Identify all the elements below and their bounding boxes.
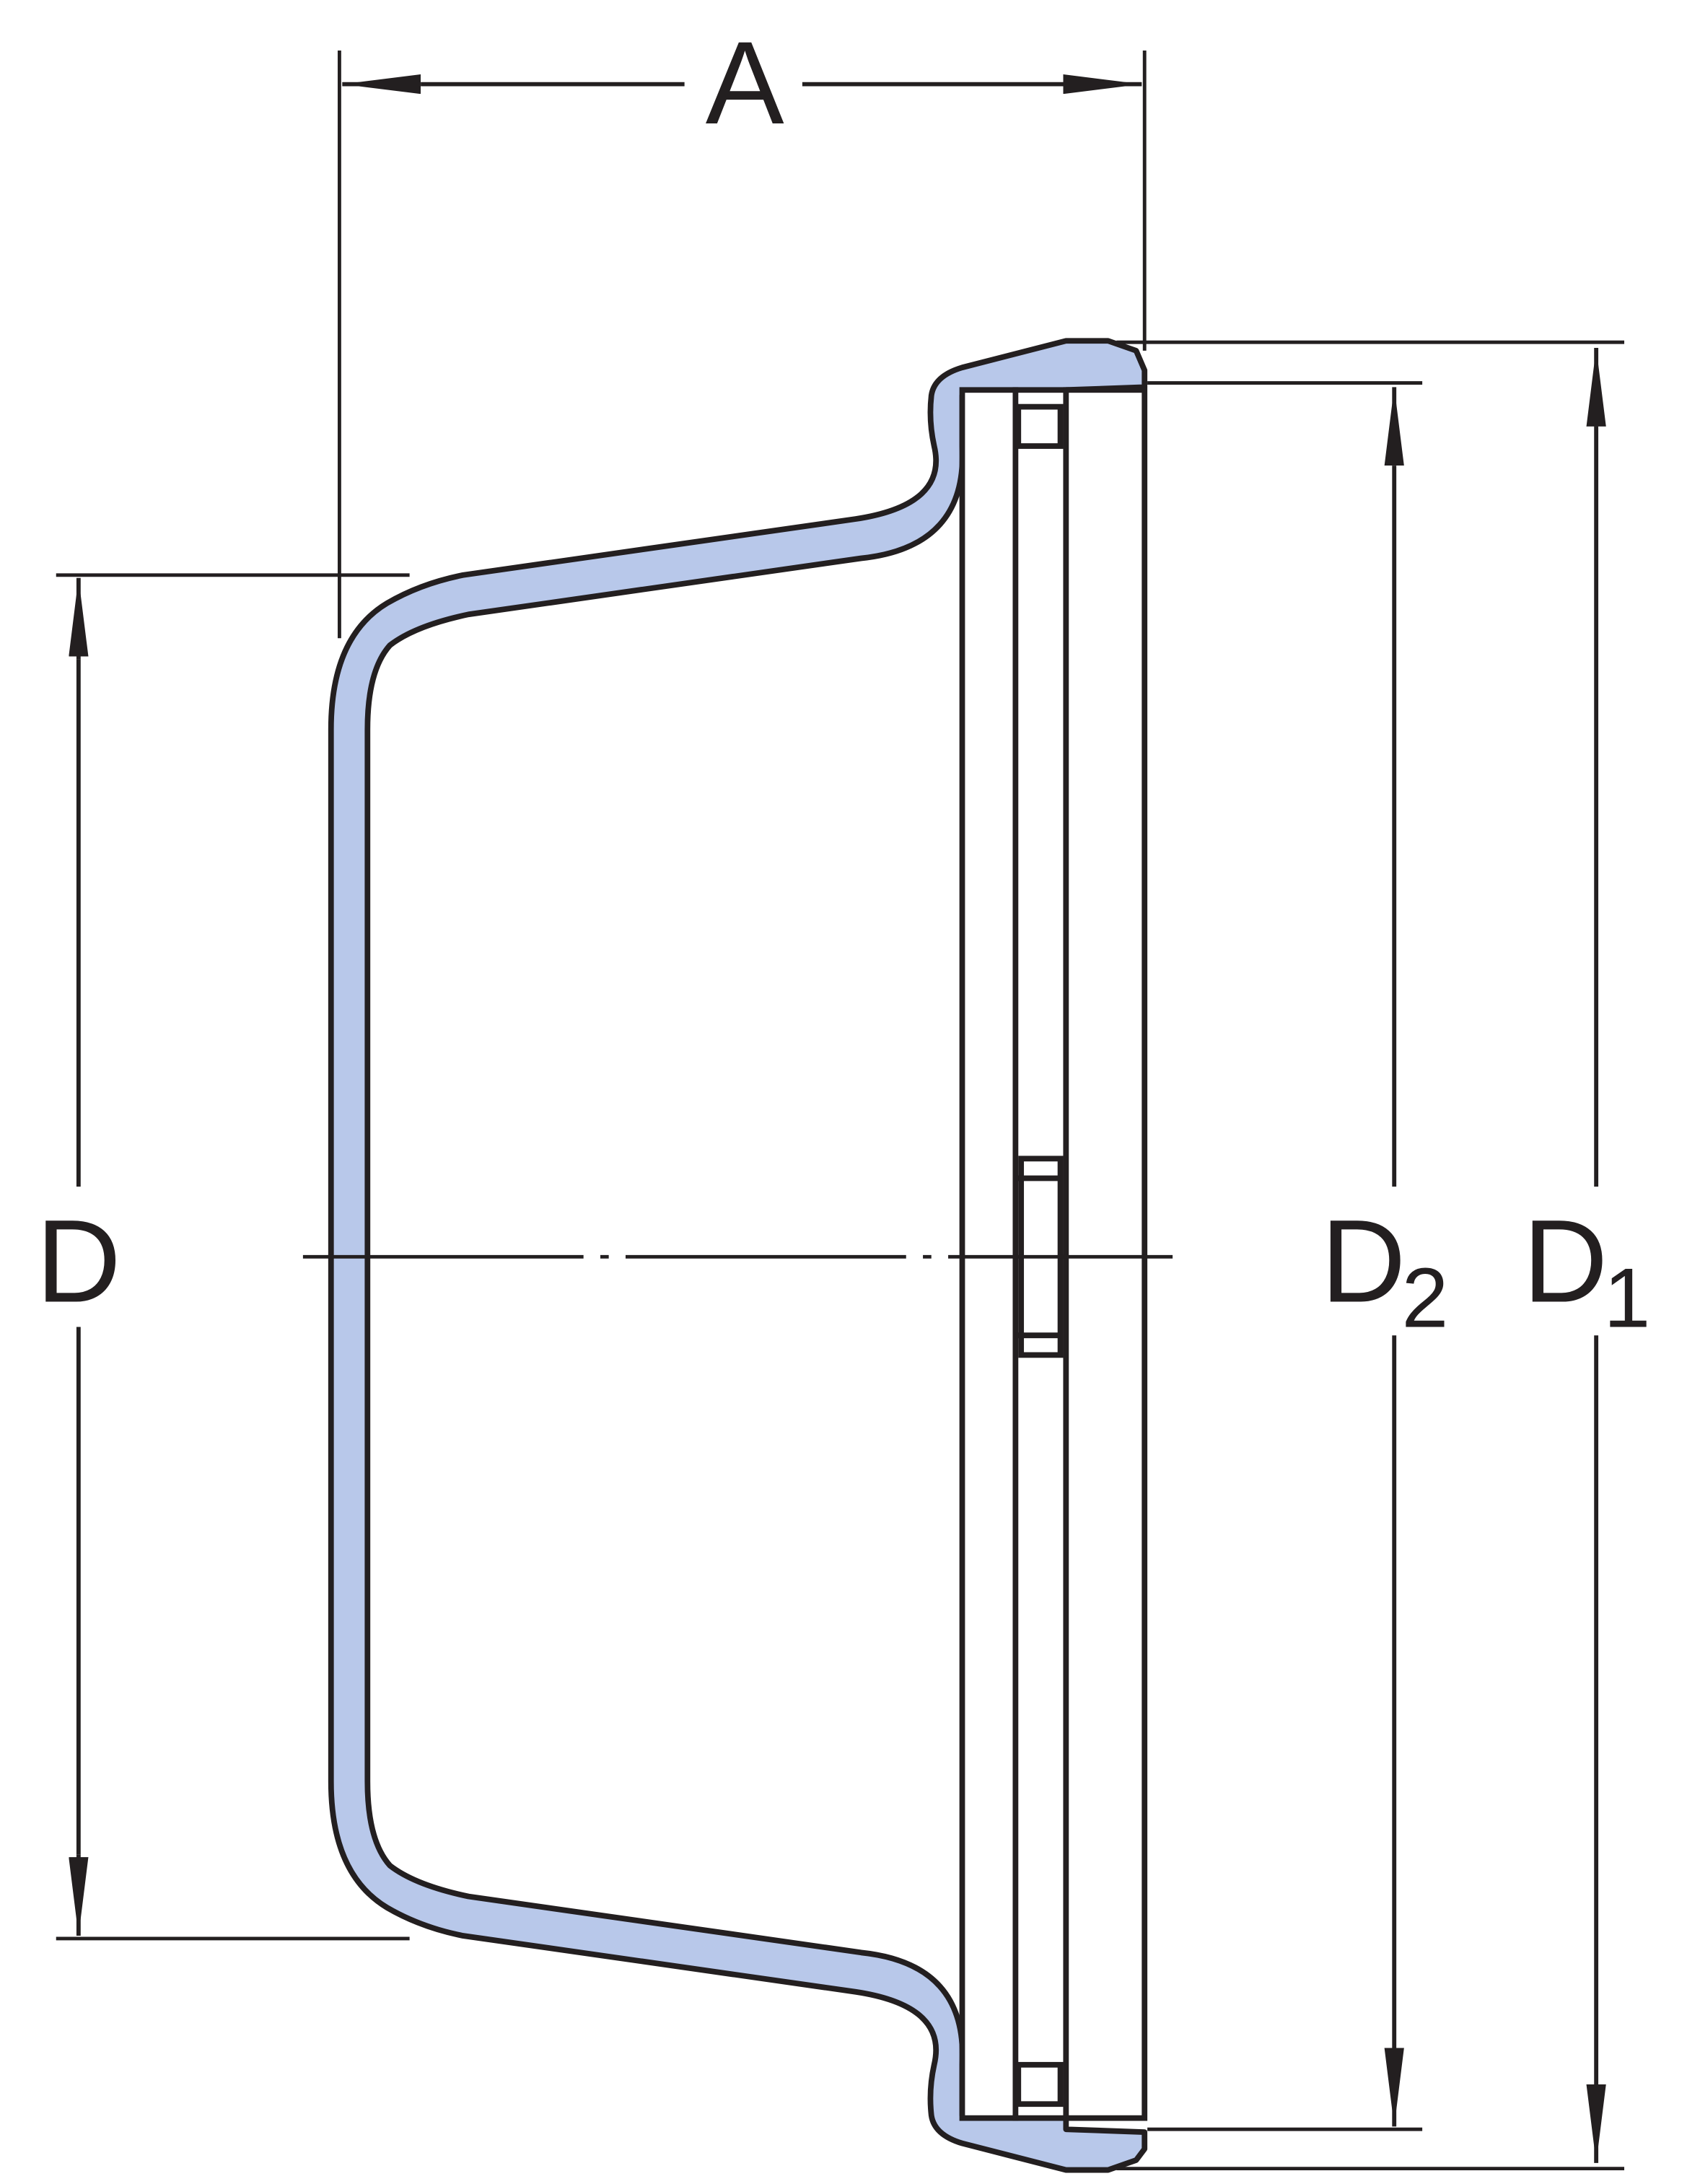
extension-lines [56,50,1625,2171]
dimension-d2-subscript: 2 [1402,1251,1449,1345]
dimension-d1: D 1 [1522,347,1650,2163]
seal-body [959,387,1148,2121]
seal-web [959,387,1019,2121]
dimension-d: D [36,577,121,1936]
notch-bottom [1015,2061,1064,2107]
dimension-a: A [342,17,1142,149]
dimension-a-label: A [706,17,784,149]
dimension-d-label: D [36,1195,121,1327]
dimension-d1-subscript: 1 [1603,1251,1650,1345]
notch-top [1015,403,1064,449]
cap-face [1063,387,1148,2121]
dimension-d2: D 2 [1321,387,1449,2127]
dimension-d1-label: D [1522,1195,1608,1327]
dimension-d2-label: D [1321,1195,1406,1327]
